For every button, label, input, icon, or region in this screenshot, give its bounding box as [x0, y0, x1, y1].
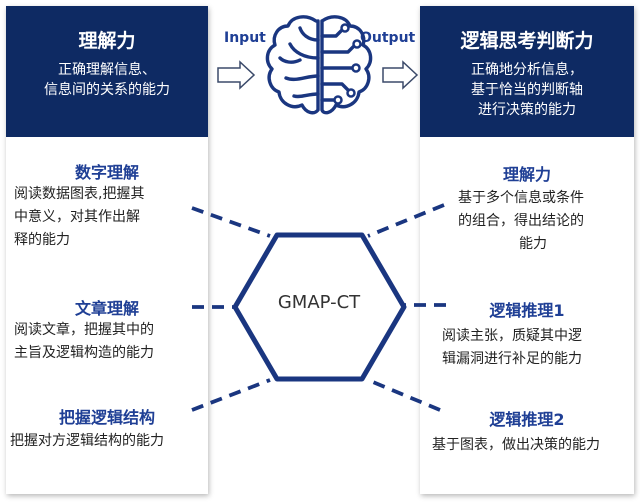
left-item-title-logic-structure: 把握逻辑结构: [58, 408, 155, 427]
connector-comprehension: [367, 203, 445, 238]
gmap-ct-label: GMAP-CT: [277, 292, 361, 313]
left-item-title-text-comprehension: 文章理解: [74, 299, 139, 318]
right-item-title-logic-reasoning-2: 逻辑推理2: [489, 410, 565, 429]
left-panel: 理解力 正确理解信息、 信息间的关系的能力 数字理解 阅读数据图表,把握其 中意…: [6, 6, 208, 494]
brain-circuit-nodes: [333, 23, 362, 105]
right-panel-title: 逻辑思考判断力: [460, 30, 594, 52]
desc-line: 中意义，对其作出解: [14, 209, 140, 225]
right-item-title-logic-reasoning-1: 逻辑推理1: [489, 301, 565, 320]
right-panel-description: 正确地分析信息， 基于恰当的判断轴 进行决策的能力: [420, 60, 634, 120]
input-label: Input: [224, 30, 266, 46]
desc-line: 基于图表，做出决策的能力: [432, 437, 600, 453]
right-panel: 逻辑思考判断力 正确地分析信息， 基于恰当的判断轴 进行决策的能力 理解力 基于…: [420, 6, 634, 494]
left-connectors: [191, 206, 271, 412]
desc-line: 释的能力: [14, 232, 70, 248]
desc-line: 主旨及逻辑构造的能力: [14, 345, 154, 361]
connector-logic-reasoning-2: [367, 378, 441, 412]
brain-circuit-icon: [265, 15, 373, 115]
gmap-ct-hexagon: [232, 232, 407, 382]
right-panel-description-line: 正确地分析信息，: [471, 62, 583, 78]
left-panel-description: 正确理解信息、 信息间的关系的能力: [6, 60, 208, 100]
left-item-title-number-comprehension: 数字理解: [74, 163, 139, 182]
desc-line: 辑漏洞进行补足的能力: [442, 351, 582, 367]
right-connectors: [367, 203, 446, 412]
left-panel-description-line: 信息间的关系的能力: [44, 82, 170, 98]
desc-line: 的组合，得出结论的: [458, 213, 584, 229]
left-item-desc-text-comprehension: 阅读文章，把握其中的 主旨及逻辑构造的能力: [14, 319, 154, 365]
right-panel-description-line: 基于恰当的判断轴: [471, 82, 583, 98]
right-panel-header: 逻辑思考判断力 正确地分析信息， 基于恰当的判断轴 进行决策的能力: [420, 6, 634, 137]
left-panel-title: 理解力: [78, 30, 136, 52]
connector-number-comprehension: [191, 206, 271, 238]
left-item-desc-logic-structure: 把握对方逻辑结构的能力: [10, 430, 164, 453]
left-panel-description-line: 正确理解信息、: [58, 62, 156, 78]
right-item-desc-logic-reasoning-1: 阅读主张，质疑其中逻 辑漏洞进行补足的能力: [442, 325, 582, 371]
left-panel-header: 理解力 正确理解信息、 信息间的关系的能力: [6, 6, 208, 137]
connector-logic-structure: [191, 378, 271, 412]
output-arrow-icon: [382, 60, 419, 90]
right-item-title-comprehension: 理解力: [502, 165, 551, 184]
desc-line: 阅读文章，把握其中的: [14, 322, 154, 338]
right-item-desc-comprehension: 基于多个信息或条件 的组合，得出结论的 能力: [458, 187, 608, 256]
desc-line: 阅读数据图表,把握其: [14, 186, 145, 202]
input-arrow-icon: [217, 60, 256, 90]
right-panel-description-line: 进行决策的能力: [478, 102, 576, 118]
desc-line: 基于多个信息或条件: [458, 190, 584, 206]
desc-line: 能力: [519, 236, 547, 252]
right-item-desc-logic-reasoning-2: 基于图表，做出决策的能力: [432, 434, 600, 457]
left-item-desc-number-comprehension: 阅读数据图表,把握其 中意义，对其作出解 释的能力: [14, 183, 144, 252]
desc-line: 把握对方逻辑结构的能力: [10, 433, 164, 449]
output-label: Output: [360, 30, 416, 46]
desc-line: 阅读主张，质疑其中逻: [442, 328, 582, 344]
